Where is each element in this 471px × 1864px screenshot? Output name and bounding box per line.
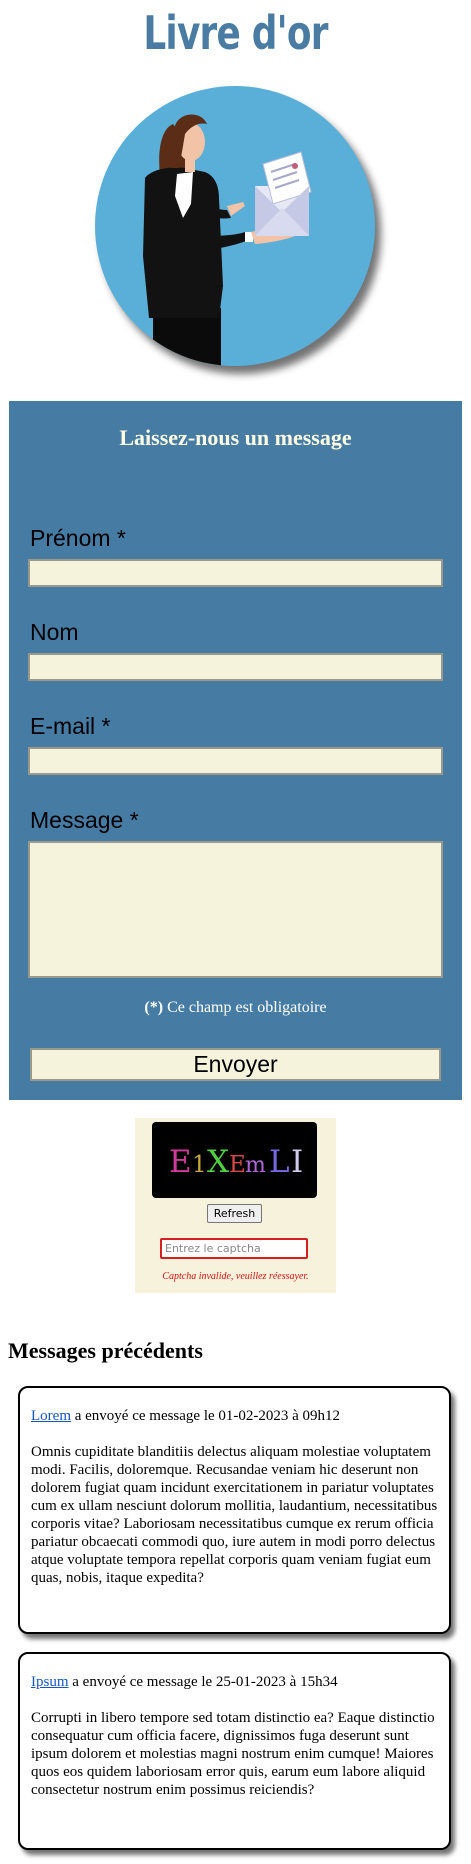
firstname-field[interactable]	[28, 559, 443, 587]
send-button[interactable]: Envoyer	[30, 1048, 441, 1081]
message-meta: a envoyé ce message le 25-01-2023 à 15h3…	[68, 1674, 338, 1690]
captcha-panel: E 1 X E m L I Refresh Entrez le captcha …	[135, 1118, 336, 1293]
message-textarea[interactable]	[28, 841, 443, 978]
captcha-input[interactable]: Entrez le captcha	[160, 1238, 308, 1259]
refresh-captcha-button[interactable]: Refresh	[207, 1204, 262, 1223]
captcha-error-message: Captcha invalide, veuillez réessayer.	[162, 1271, 309, 1282]
message-label: Message *	[30, 807, 139, 833]
message-author-link[interactable]: Lorem	[31, 1408, 71, 1424]
captcha-image: E 1 X E m L I	[152, 1122, 317, 1198]
required-mark: (*)	[144, 999, 164, 1016]
page-title: Livre d'or	[143, 6, 328, 60]
captcha-code: E 1 X E m L I	[169, 1144, 303, 1180]
message-header: Lorem a envoyé ce message le 01-02-2023 …	[31, 1407, 438, 1425]
lastname-field[interactable]	[28, 653, 443, 681]
email-field[interactable]	[28, 747, 443, 775]
lastname-label: Nom	[30, 619, 79, 645]
captcha-char: E	[169, 1144, 192, 1180]
hero-illustration	[95, 86, 375, 366]
email-label: E-mail *	[30, 713, 111, 739]
messages-heading: Messages précédents	[8, 1338, 203, 1363]
message-form: Laissez-nous un message Prénom * Nom E-m…	[9, 401, 462, 1100]
message-header: Ipsum a envoyé ce message le 25-01-2023 …	[31, 1673, 438, 1691]
message-card: Ipsum a envoyé ce message le 25-01-2023 …	[18, 1652, 451, 1850]
message-meta: a envoyé ce message le 01-02-2023 à 09h1…	[70, 1408, 341, 1424]
message-card: Lorem a envoyé ce message le 01-02-2023 …	[18, 1386, 451, 1634]
firstname-label: Prénom *	[30, 525, 126, 551]
captcha-char: m	[245, 1153, 266, 1178]
required-text: Ce champ est obligatoire	[163, 999, 327, 1016]
captcha-char: 1	[192, 1152, 207, 1178]
message-body: Corrupti in libero tempore sed totam dis…	[31, 1710, 435, 1798]
captcha-char: I	[291, 1144, 303, 1180]
form-title: Laissez-nous un message	[119, 425, 352, 450]
businesswoman-envelope-illustration	[143, 114, 312, 366]
captcha-char: L	[269, 1144, 290, 1180]
message-body: Omnis cupiditate blanditiis delectus ali…	[31, 1444, 438, 1586]
captcha-char: E	[229, 1152, 246, 1178]
captcha-char: X	[207, 1144, 229, 1180]
required-note: (*) Ce champ est obligatoire	[9, 999, 462, 1017]
message-author-link[interactable]: Ipsum	[31, 1674, 69, 1690]
